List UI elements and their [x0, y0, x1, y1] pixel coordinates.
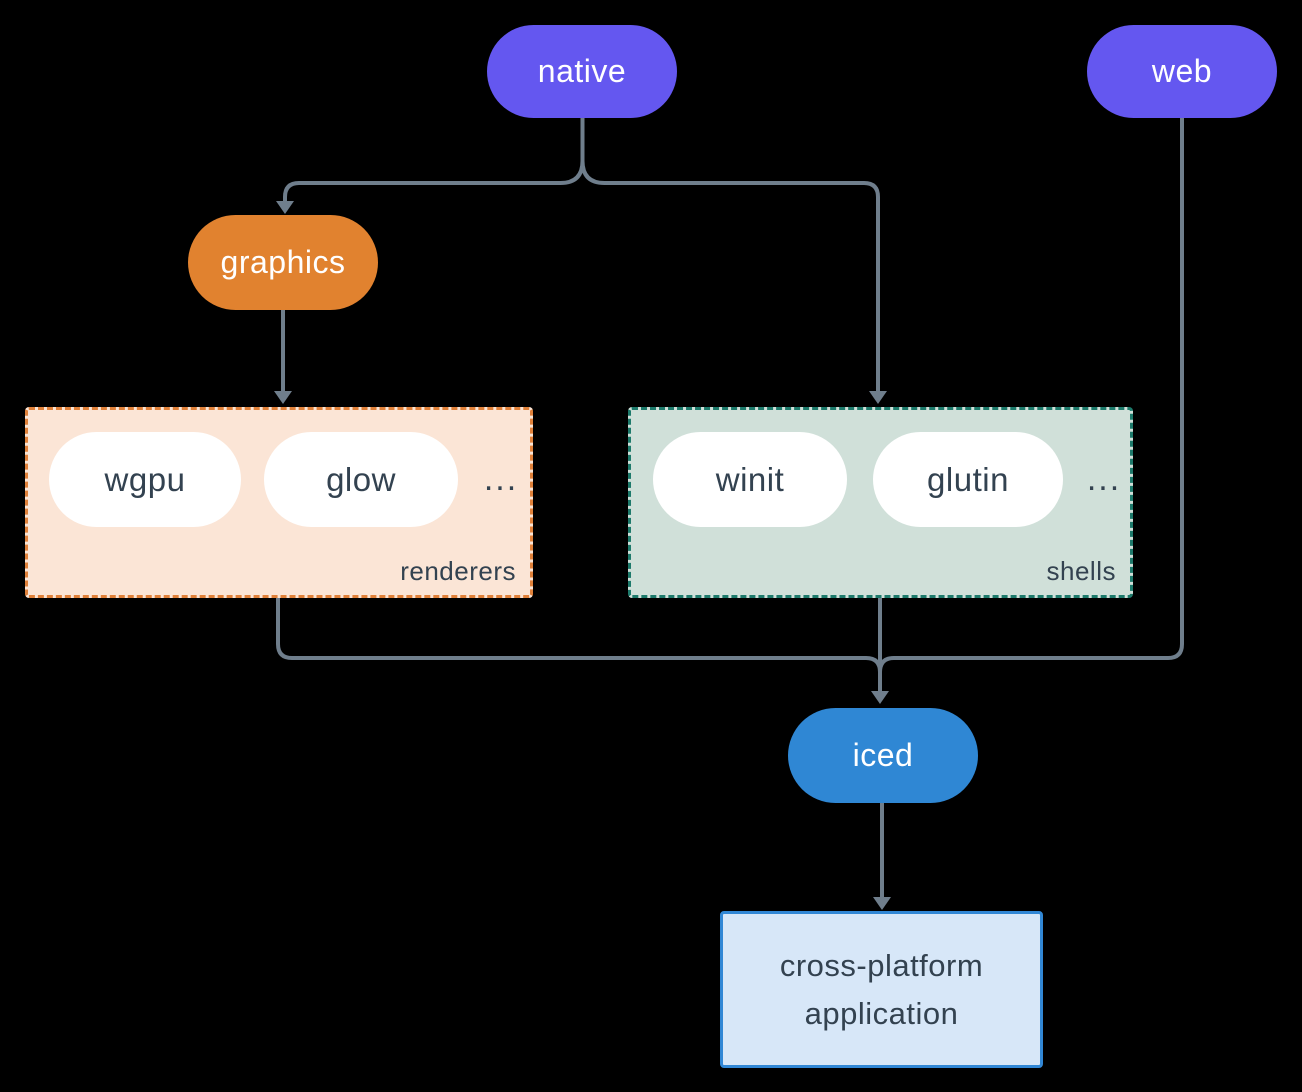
- shells-group-box: winit glutin ... shells: [628, 407, 1133, 598]
- arrowhead-into-renderers: [274, 391, 292, 404]
- node-graphics: graphics: [188, 215, 378, 310]
- connector-renderers-to-merge: [276, 598, 882, 673]
- shells-ellipsis: ...: [1086, 460, 1122, 498]
- application-label-line2: application: [804, 995, 959, 1031]
- node-glow: glow: [264, 432, 458, 527]
- arrowhead-into-application: [873, 897, 891, 910]
- node-iced: iced: [788, 708, 978, 803]
- node-web: web: [1087, 25, 1277, 118]
- renderers-group-label: renderers: [400, 556, 516, 586]
- arrowhead-into-iced: [871, 691, 889, 704]
- renderers-ellipsis: ...: [483, 460, 519, 498]
- node-winit: winit: [653, 432, 847, 527]
- application-label-line1: cross-platform: [779, 947, 984, 983]
- node-wgpu: wgpu: [49, 432, 241, 527]
- connector-native-to-graphics: [283, 116, 585, 201]
- renderers-group-box: wgpu glow ... renderers: [25, 407, 533, 598]
- arrowhead-into-shells: [869, 391, 887, 404]
- arrowhead-into-graphics: [276, 201, 294, 214]
- node-application: cross-platform application: [720, 911, 1043, 1068]
- shells-group-label: shells: [1046, 556, 1116, 586]
- node-native: native: [487, 25, 677, 118]
- connector-native-to-shells: [580, 116, 880, 391]
- node-glutin: glutin: [873, 432, 1063, 527]
